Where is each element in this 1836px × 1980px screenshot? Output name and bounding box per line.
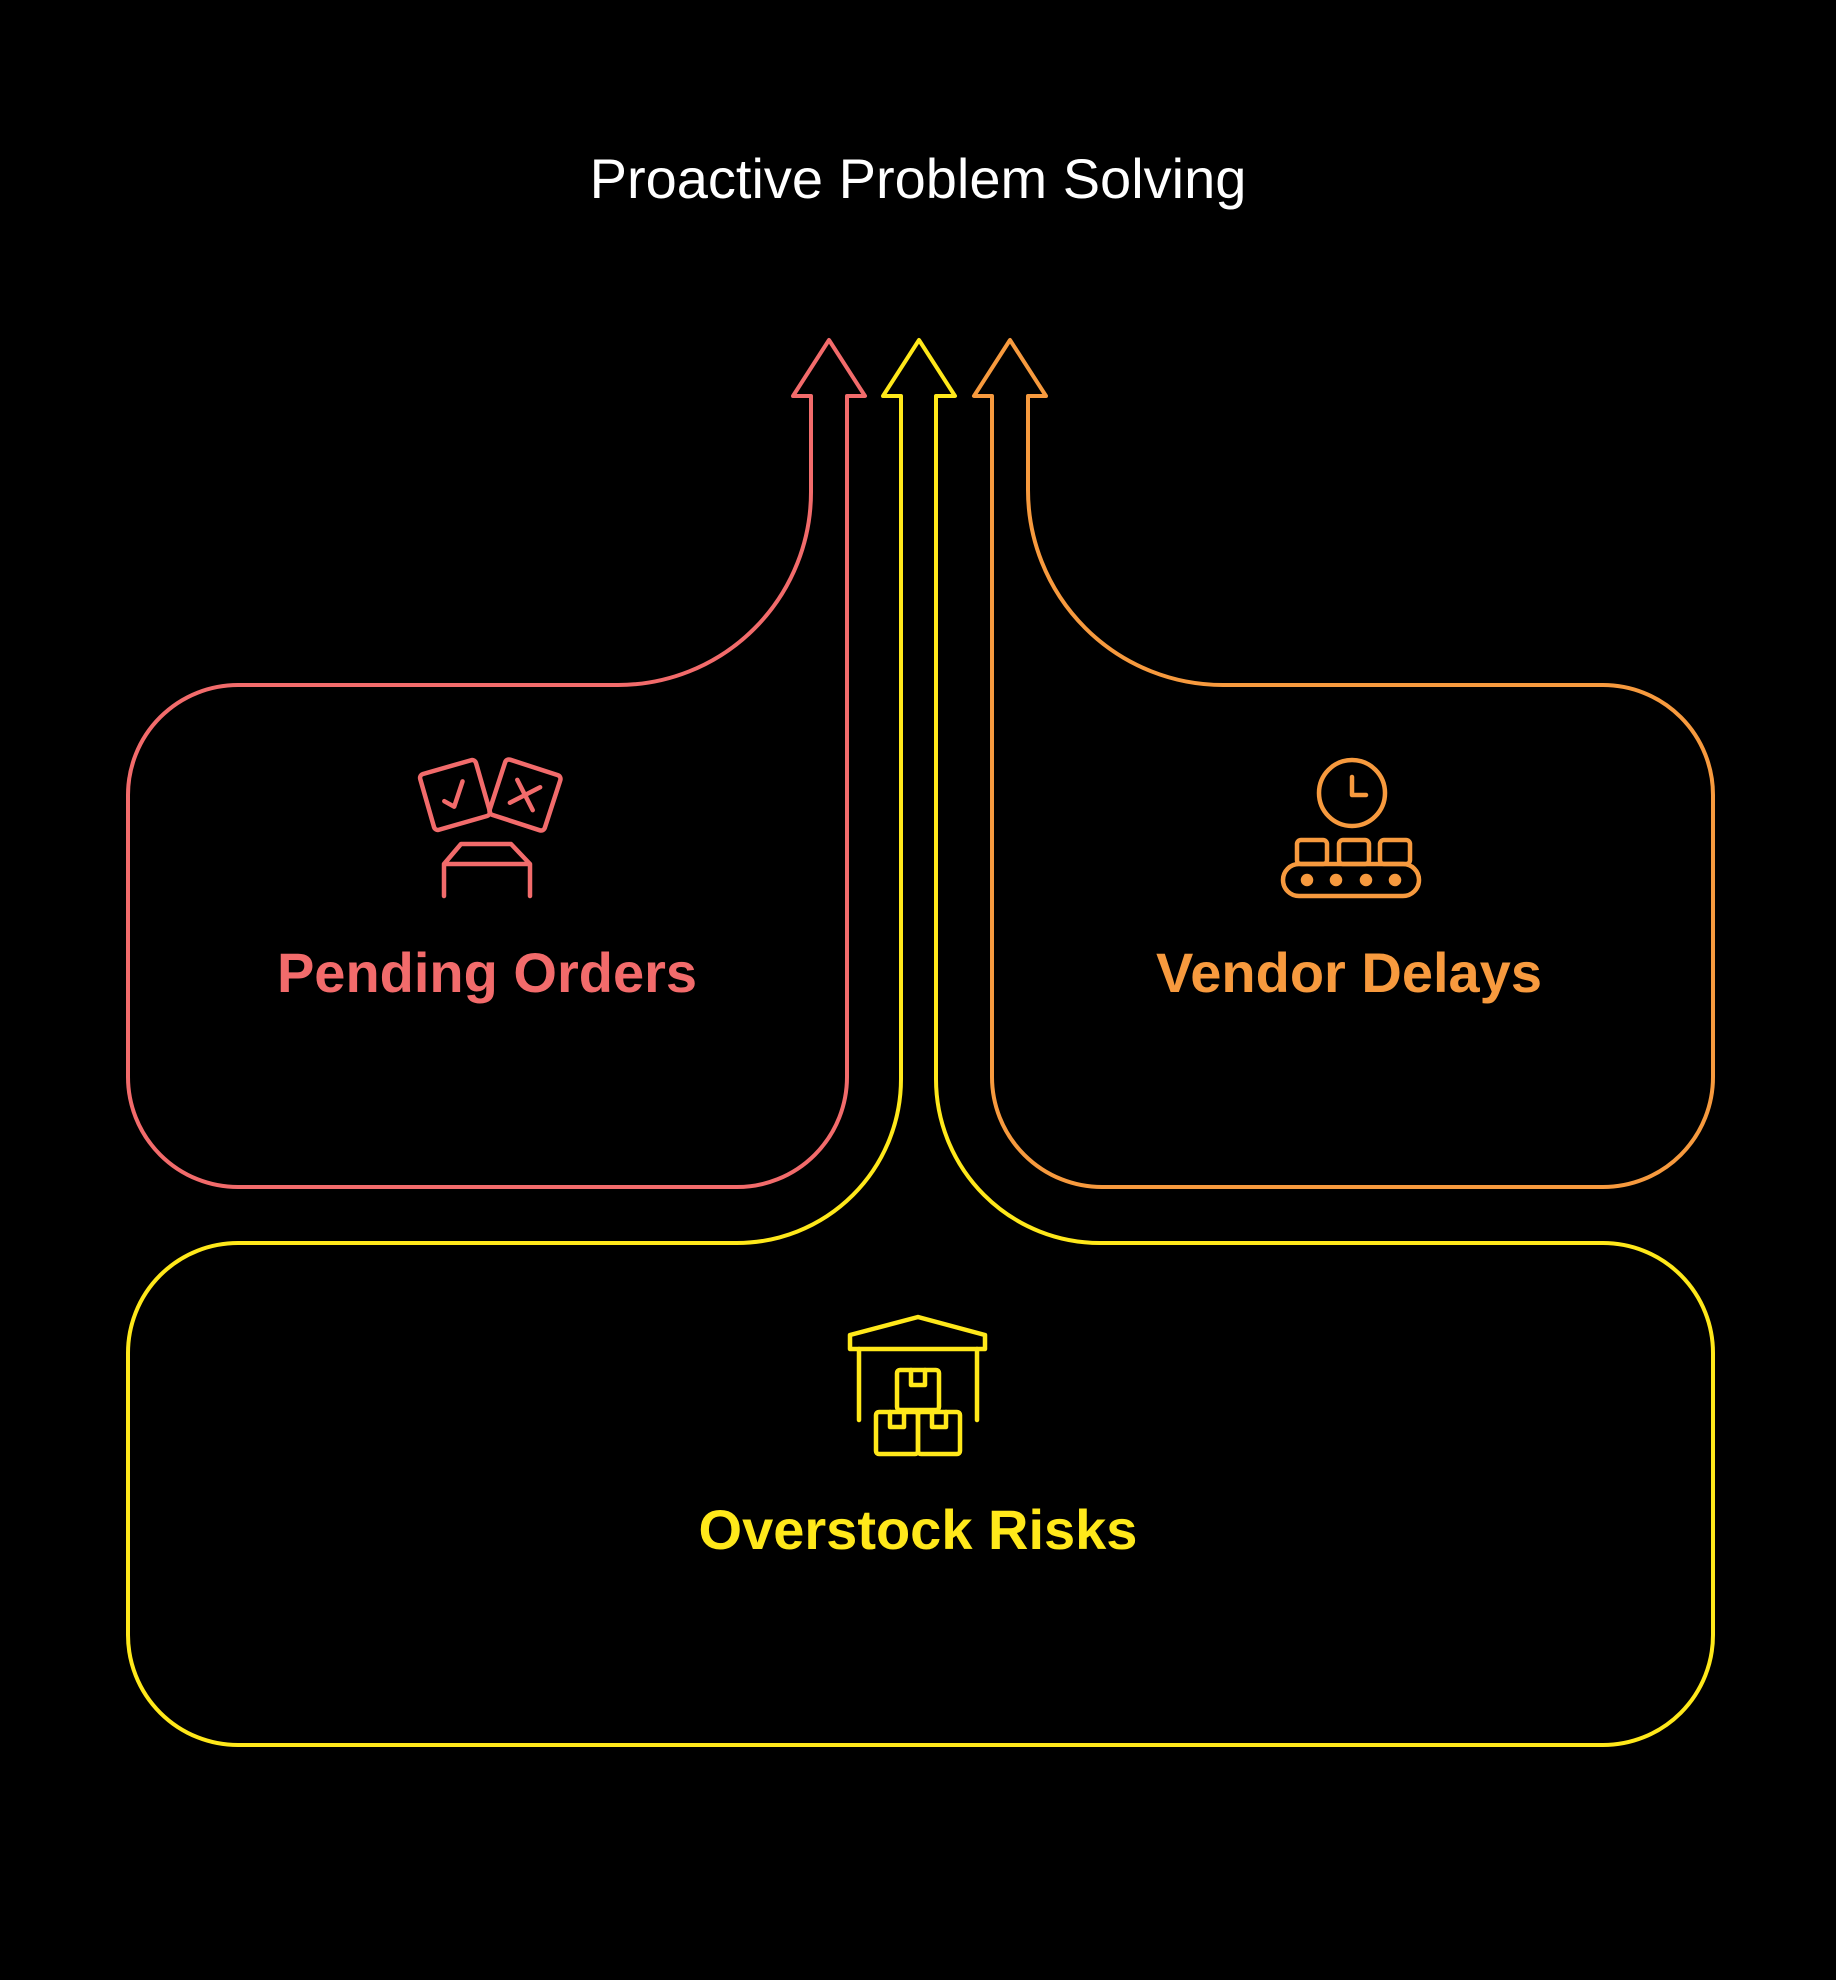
warehouse-boxes-icon	[847, 1314, 988, 1457]
overstock-risks-label: Overstock Risks	[699, 1498, 1138, 1561]
conveyor-clock-icon	[1280, 757, 1422, 899]
vendor-delays-label: Vendor Delays	[1156, 941, 1542, 1004]
order-approval-icon	[417, 757, 563, 899]
vendor-delays-shape	[972, 338, 1715, 1189]
page-title: Proactive Problem Solving	[590, 147, 1247, 210]
overstock-risks-shape	[126, 338, 1715, 1747]
pending-orders-label: Pending Orders	[277, 941, 697, 1004]
pending-orders-shape	[126, 338, 867, 1189]
